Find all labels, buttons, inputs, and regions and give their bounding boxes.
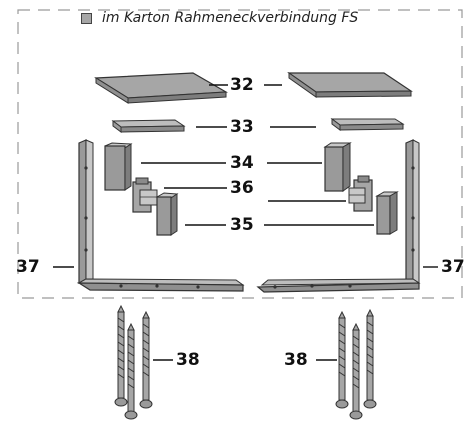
block-35-left: [155, 192, 179, 236]
corner-block-34-left: [104, 142, 133, 191]
angle-bracket-37-right: [256, 139, 421, 293]
angle-bracket-37-left: [76, 139, 245, 292]
callout-36: 36: [230, 178, 254, 198]
callout-32: 32: [230, 75, 254, 95]
plate-32-right: [287, 72, 413, 98]
carton-boundary: [17, 9, 463, 299]
callout-38-right: 38: [176, 350, 200, 370]
legend-text: im Karton Rahmeneckverbindung FS: [102, 10, 359, 26]
connector-36-left: [132, 177, 158, 213]
callout-35: 35: [230, 215, 254, 235]
legend-swatch: [81, 12, 92, 24]
leader-lines: [53, 84, 438, 361]
bar-33-left: [111, 119, 186, 133]
screws-38-right: [335, 308, 377, 420]
plate-32-left: [94, 72, 229, 104]
legend: im Karton Rahmeneckverbindung FS: [81, 8, 358, 28]
callout-37-right: 37: [441, 257, 465, 277]
corner-block-34-right: [323, 142, 352, 192]
callout-33: 33: [230, 117, 254, 137]
callout-34: 34: [230, 153, 254, 173]
block-35-right: [375, 191, 399, 235]
connector-36-right: [348, 175, 373, 212]
screws-38-left: [114, 304, 153, 420]
callout-38-left: 38: [284, 350, 308, 370]
callout-37-left: 37: [16, 257, 40, 277]
bar-33-right: [330, 118, 405, 131]
